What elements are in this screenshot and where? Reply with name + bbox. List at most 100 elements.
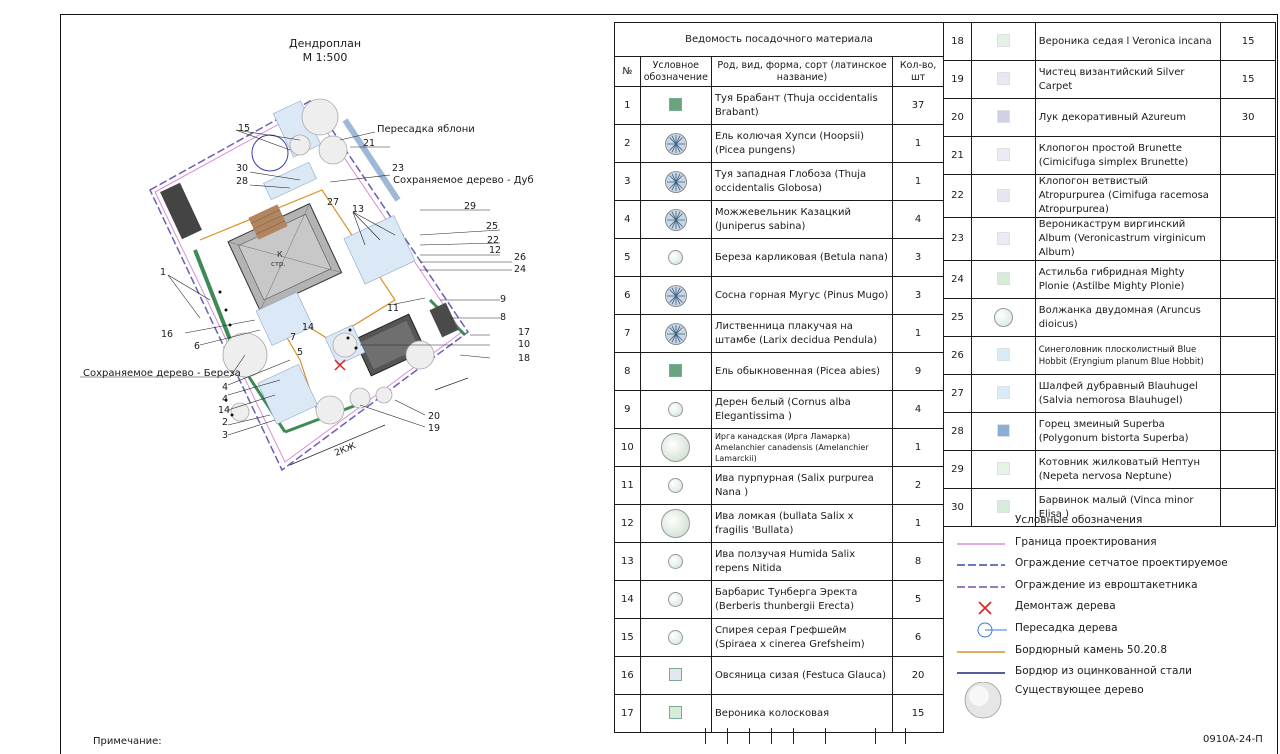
plan-title: Дендроплан bbox=[288, 37, 362, 50]
plant-swatch bbox=[996, 424, 1010, 438]
row-qty: 3 bbox=[892, 276, 944, 315]
conifer-symbol bbox=[664, 208, 688, 231]
legend-label: Бордюрный камень 50.20.8 bbox=[1015, 644, 1167, 656]
row-number: 4 bbox=[614, 200, 641, 239]
row-number: 26 bbox=[943, 336, 972, 375]
plant-swatch bbox=[996, 34, 1010, 48]
shrub-symbol bbox=[668, 553, 684, 569]
table-title: Ведомость посадочного материала bbox=[614, 22, 944, 57]
row-name: Астильба гибридная Mighty Plonie (Astilb… bbox=[1034, 260, 1222, 299]
row-name: Дерен белый (Cornus alba Elegantissima ) bbox=[710, 390, 894, 429]
header-symbol: Условное обозначение bbox=[639, 56, 712, 87]
legend-item: Пересадка дерева bbox=[955, 620, 1255, 640]
row-number: 27 bbox=[943, 374, 972, 413]
shrub-symbol bbox=[661, 433, 691, 462]
row-number: 14 bbox=[614, 580, 641, 619]
row-name: Сосна горная Мугус (Pinus Mugo) bbox=[710, 276, 894, 315]
legend-label: Ограждение сетчатое проектируемое bbox=[1015, 557, 1228, 569]
row-number: 5 bbox=[614, 238, 641, 277]
existing-trees bbox=[222, 98, 435, 425]
plan-marker: 7 bbox=[290, 332, 296, 343]
table-row: 14 Барбарис Тунберга Эректа (Berberis thu… bbox=[614, 580, 944, 619]
header-num: № bbox=[614, 56, 641, 87]
shed-2 bbox=[429, 302, 459, 338]
orange-line-icon bbox=[955, 642, 1007, 662]
legend-label: Пересадка дерева bbox=[1015, 622, 1118, 634]
site-plan: К стр. 2КЖ bbox=[80, 98, 534, 472]
header-name: Род, вид, форма, сорт (латинское названи… bbox=[710, 56, 894, 87]
row-number: 8 bbox=[614, 352, 641, 391]
row-qty bbox=[1220, 298, 1276, 337]
legend-item: Ограждение из евроштакетника bbox=[955, 577, 1255, 597]
legend-item: Демонтаж дерева bbox=[955, 598, 1255, 618]
greenhouse bbox=[160, 182, 202, 240]
red-x-icon bbox=[955, 598, 1007, 618]
legend-label: Ограждение из евроштакетника bbox=[1015, 579, 1198, 591]
transplant-icon bbox=[955, 620, 1009, 640]
row-qty bbox=[1220, 412, 1276, 451]
drawing-sheet bbox=[60, 14, 1278, 754]
row-qty: 6 bbox=[892, 618, 944, 657]
row-number: 2 bbox=[614, 124, 641, 163]
legend-label: Существующее дерево bbox=[1015, 684, 1144, 696]
transplant-tree bbox=[251, 134, 289, 172]
fence-strip bbox=[342, 118, 401, 202]
house-label: К bbox=[277, 250, 283, 259]
row-qty: 1 bbox=[892, 162, 944, 201]
pink-line-icon bbox=[955, 534, 1007, 554]
row-qty bbox=[1220, 136, 1276, 175]
table-row: 26 Синеголовник плосколистный Blue Hobbit… bbox=[943, 336, 1276, 375]
plant-swatch bbox=[996, 188, 1010, 202]
row-number: 17 bbox=[614, 694, 641, 733]
plant-swatch bbox=[669, 98, 683, 112]
row-number: 21 bbox=[943, 136, 972, 175]
plan-marker: 18 bbox=[518, 353, 530, 364]
row-name: Котовник жилковатый Нептун (Nepeta nervo… bbox=[1034, 450, 1222, 489]
shrub-symbol bbox=[668, 591, 684, 607]
row-number: 20 bbox=[943, 98, 972, 137]
row-qty bbox=[1220, 374, 1276, 413]
plant-swatch bbox=[669, 706, 683, 720]
row-name: Синеголовник плосколистный Blue Hobbit (… bbox=[1034, 336, 1222, 375]
plan-marker: 2 bbox=[222, 417, 228, 428]
row-name: Барбарис Тунберга Эректа (Berberis thunb… bbox=[710, 580, 894, 619]
notes-label: Примечание: bbox=[93, 736, 162, 747]
plot-boundary bbox=[149, 99, 470, 472]
plan-marker: 1 bbox=[160, 267, 166, 278]
row-qty: 4 bbox=[892, 390, 944, 429]
row-qty: 8 bbox=[892, 542, 944, 581]
plan-marker: 10 bbox=[518, 339, 530, 350]
row-qty bbox=[1220, 450, 1276, 489]
plant-swatch bbox=[669, 668, 683, 682]
row-qty: 15 bbox=[1220, 60, 1276, 99]
row-number: 15 bbox=[614, 618, 641, 657]
row-qty bbox=[1220, 174, 1276, 218]
row-qty: 30 bbox=[1220, 98, 1276, 137]
row-number: 28 bbox=[943, 412, 972, 451]
row-number: 10 bbox=[614, 428, 641, 467]
row-name: Можжевельник Казацкий (Juniperus sabina) bbox=[710, 200, 894, 239]
plan-marker: 4 bbox=[222, 394, 228, 405]
plan-marker: 24 bbox=[514, 264, 526, 275]
demolished-tree bbox=[334, 359, 346, 371]
row-qty: 1 bbox=[892, 504, 944, 543]
row-name: Туя западная Глобоза (Thuja occidentalis… bbox=[710, 162, 894, 201]
plan-marker: 12 bbox=[489, 245, 501, 256]
drawing-code: 0910А-24-П bbox=[1203, 734, 1263, 745]
legend-item: Существующее дерево bbox=[955, 681, 1255, 719]
row-qty: 9 bbox=[892, 352, 944, 391]
row-name: Вероникаструм виргинский Album (Veronica… bbox=[1034, 217, 1222, 261]
plan-marker: 13 bbox=[352, 204, 364, 215]
row-name: Вероника седая l Veronica incana bbox=[1034, 22, 1222, 61]
